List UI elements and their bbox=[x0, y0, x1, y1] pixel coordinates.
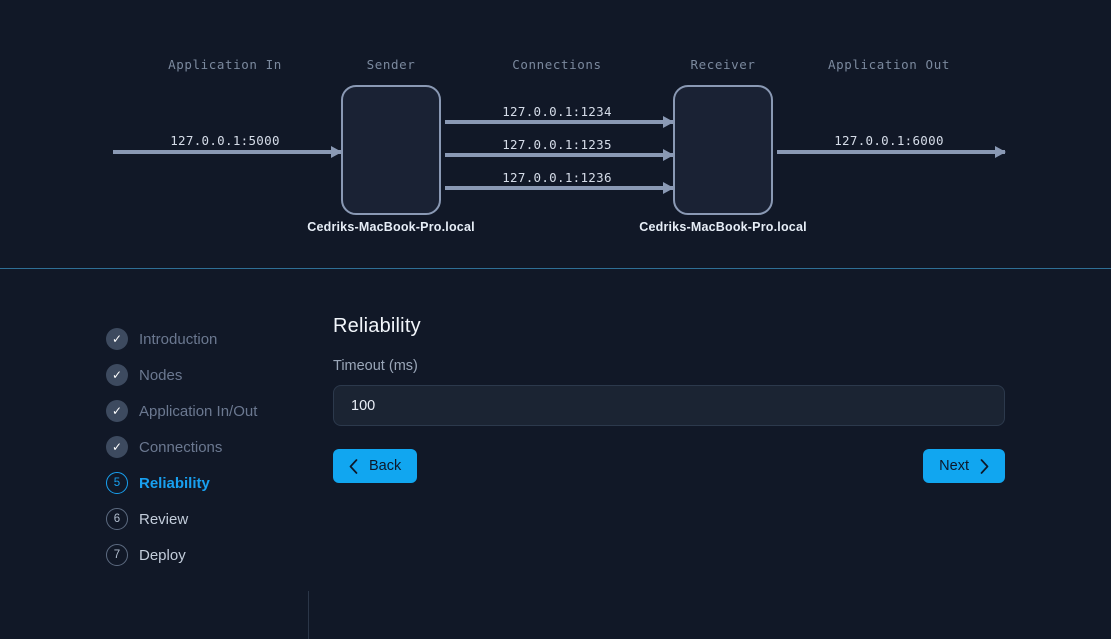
application-in-arrow bbox=[113, 150, 341, 154]
sidebar-item-label: Review bbox=[139, 510, 189, 528]
wizard-nav: Back Next bbox=[333, 449, 1005, 483]
step-number-circle-icon: 5 bbox=[106, 472, 128, 494]
sidebar-item-label: Connections bbox=[139, 438, 223, 456]
connection-arrow-1-label: 127.0.0.1:1234 bbox=[502, 104, 612, 119]
check-circle-icon: ✓ bbox=[106, 436, 128, 458]
topology-diagram: Application In Sender Connections Receiver A… bbox=[0, 0, 1111, 269]
sidebar-item-review[interactable]: 6 Review bbox=[106, 501, 306, 537]
connection-arrow-2 bbox=[445, 153, 673, 157]
connection-arrow-1 bbox=[445, 120, 673, 124]
page-title: Reliability bbox=[333, 315, 421, 337]
check-circle-icon: ✓ bbox=[106, 364, 128, 386]
sender-node-hostname: Cedriks-MacBook-Pro.local bbox=[307, 220, 475, 234]
chevron-right-icon bbox=[980, 458, 989, 474]
check-circle-icon: ✓ bbox=[106, 400, 128, 422]
column-header-receiver: Receiver bbox=[690, 57, 756, 72]
back-button-label: Back bbox=[369, 458, 402, 474]
sidebar-item-label: Nodes bbox=[139, 366, 183, 384]
application-out-arrow bbox=[777, 150, 1005, 154]
column-header-sender: Sender bbox=[366, 57, 416, 72]
connection-arrow-2-label: 127.0.0.1:1235 bbox=[502, 137, 612, 152]
timeout-field-label: Timeout (ms) bbox=[333, 358, 418, 374]
sidebar-item-label: Application In/Out bbox=[139, 402, 258, 420]
connection-arrow-3 bbox=[445, 186, 673, 190]
connection-arrow-3-label: 127.0.0.1:1236 bbox=[502, 170, 612, 185]
next-button[interactable]: Next bbox=[923, 449, 1005, 483]
wizard-step-list: ✓ Introduction ✓ Nodes ✓ Application In/Out ✓ C… bbox=[106, 321, 306, 573]
sidebar-item-reliability[interactable]: 5 Reliability bbox=[106, 465, 306, 501]
next-button-label: Next bbox=[939, 458, 969, 474]
step-number-circle-icon: 7 bbox=[106, 544, 128, 566]
check-circle-icon: ✓ bbox=[106, 328, 128, 350]
application-in-arrow-label: 127.0.0.1:5000 bbox=[170, 133, 280, 148]
receiver-node[interactable] bbox=[673, 85, 773, 215]
sidebar-item-nodes[interactable]: ✓ Nodes bbox=[106, 357, 306, 393]
sidebar-item-connections[interactable]: ✓ Connections bbox=[106, 429, 306, 465]
sidebar-item-deploy[interactable]: 7 Deploy bbox=[106, 537, 306, 573]
receiver-node-hostname: Cedriks-MacBook-Pro.local bbox=[639, 220, 807, 234]
column-header-application-out: Application Out bbox=[828, 57, 950, 72]
sidebar-content-divider bbox=[308, 591, 309, 639]
step-number-circle-icon: 6 bbox=[106, 508, 128, 530]
column-header-connections: Connections bbox=[512, 57, 602, 72]
sender-node[interactable] bbox=[341, 85, 441, 215]
sidebar-item-label: Introduction bbox=[139, 330, 218, 348]
back-button[interactable]: Back bbox=[333, 449, 418, 483]
application-out-arrow-label: 127.0.0.1:6000 bbox=[834, 133, 944, 148]
chevron-left-icon bbox=[349, 458, 358, 474]
timeout-input[interactable] bbox=[333, 385, 1005, 426]
sidebar-item-label: Reliability bbox=[139, 474, 210, 492]
wizard-content: Reliability Timeout (ms) Back Next bbox=[333, 315, 1005, 483]
wizard-panel: ✓ Introduction ✓ Nodes ✓ Application In/Out ✓ C… bbox=[0, 269, 1111, 639]
sidebar-item-label: Deploy bbox=[139, 546, 186, 564]
column-header-application-in: Application In bbox=[168, 57, 282, 72]
sidebar-item-introduction[interactable]: ✓ Introduction bbox=[106, 321, 306, 357]
sidebar-item-application-in-out[interactable]: ✓ Application In/Out bbox=[106, 393, 306, 429]
